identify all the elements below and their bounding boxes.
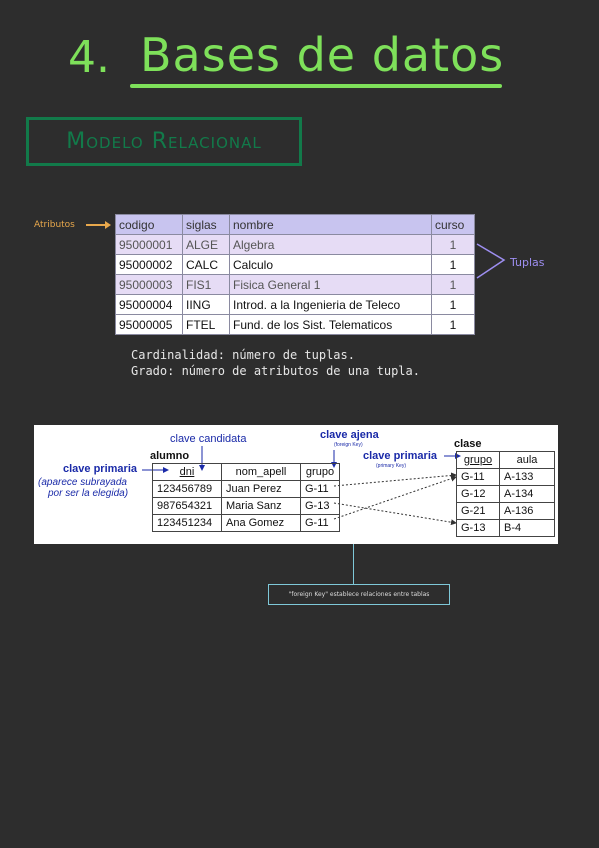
cell: 123451234: [152, 514, 222, 532]
table-header-row: dni nom_apell grupo: [152, 463, 340, 481]
cell: Ana Gomez: [221, 514, 301, 532]
cell: Fund. de los Sist. Telematicos: [229, 314, 432, 335]
note-text: "foreign Key" establece relaciones entre…: [288, 591, 430, 598]
cell: 1: [431, 234, 475, 255]
clave-primaria-note: por ser la elegida): [48, 488, 129, 499]
relation-arrow-icon: [333, 502, 457, 526]
cell: 95000005: [115, 314, 183, 335]
table-header-row: codigo siglas nombre curso: [115, 214, 475, 235]
cell: CALC: [182, 254, 230, 275]
table-header-row: grupo aula: [456, 451, 555, 469]
table-row: 95000004 IING Introd. a la Ingenieria de…: [115, 294, 475, 315]
relation-arrow-icon: [333, 475, 457, 520]
subtitle: Modelo Relacional: [66, 129, 262, 154]
cell: 95000004: [115, 294, 183, 315]
table-row: 95000002 CALC Calculo 1: [115, 254, 475, 275]
section-number: 4.: [68, 32, 110, 83]
clave-candidata-label: clave candidata: [170, 433, 247, 445]
atributos-label: Atributos: [34, 220, 75, 230]
cell: 1: [431, 274, 475, 295]
cell: 95000003: [115, 274, 183, 295]
table-row: 95000001 ALGE Algebra 1: [115, 234, 475, 255]
cell: A-134: [499, 485, 555, 503]
column-header: nombre: [229, 214, 432, 235]
cell: G-13: [456, 519, 500, 537]
relation-arrow-icon: [333, 472, 457, 487]
cell: Fisica General 1: [229, 274, 432, 295]
table-row: 95000005 FTEL Fund. de los Sist. Telemat…: [115, 314, 475, 335]
cell: 1: [431, 254, 475, 275]
cell: 987654321: [152, 497, 222, 515]
column-header: siglas: [182, 214, 230, 235]
table-row: 987654321 Maria Sanz G-13: [152, 497, 340, 515]
cell: A-133: [499, 468, 555, 486]
definition-grado: Grado: número de atributos de una tupla.: [131, 364, 420, 378]
cell: FIS1: [182, 274, 230, 295]
foreign-key-note: (foreign Key): [334, 442, 363, 448]
cell: G-11: [300, 480, 340, 498]
tuplas-label: Tuplas: [510, 256, 545, 269]
note-connector: [353, 544, 354, 584]
clave-primaria-label: clave primaria: [63, 463, 137, 475]
column-header: nom_apell: [221, 463, 301, 481]
column-header: dni: [152, 463, 222, 481]
table-row: G-12 A-134: [456, 485, 555, 503]
table-row: G-21 A-136: [456, 502, 555, 520]
definition-cardinalidad: Cardinalidad: número de tuplas.: [131, 348, 355, 362]
cell: 1: [431, 314, 475, 335]
cell: Introd. a la Ingenieria de Teleco: [229, 294, 432, 315]
subtitle-box: Modelo Relacional: [26, 117, 302, 166]
cell: G-12: [456, 485, 500, 503]
cell: 123456789: [152, 480, 222, 498]
clave-ajena-label: clave ajena: [320, 429, 379, 441]
cell: Maria Sanz: [221, 497, 301, 515]
cell: Calculo: [229, 254, 432, 275]
table-row: 123451234 Ana Gomez G-11: [152, 514, 340, 532]
alumno-table: dni nom_apell grupo 123456789 Juan Perez…: [152, 463, 340, 532]
table-row: 95000003 FIS1 Fisica General 1 1: [115, 274, 475, 295]
cell: B-4: [499, 519, 555, 537]
column-header: curso: [431, 214, 475, 235]
keys-diagram: clave candidata clave ajena (foreign Key…: [34, 425, 558, 544]
relational-table: codigo siglas nombre curso 95000001 ALGE…: [115, 214, 475, 335]
cell: A-136: [499, 502, 555, 520]
table-row: G-11 A-133: [456, 468, 555, 486]
cell: ALGE: [182, 234, 230, 255]
column-header: grupo: [456, 451, 500, 469]
primary-key-note: (primary Key): [376, 463, 407, 469]
cell: 95000001: [115, 234, 183, 255]
cell: G-13: [300, 497, 340, 515]
column-header: aula: [499, 451, 555, 469]
cell: G-11: [456, 468, 500, 486]
cell: 95000002: [115, 254, 183, 275]
tuplas-bracket-icon: [476, 243, 506, 279]
page-title: Bases de datos: [140, 28, 505, 82]
column-header: codigo: [115, 214, 183, 235]
table-row: G-13 B-4: [456, 519, 555, 537]
title-underline: [130, 84, 502, 88]
table-row: 123456789 Juan Perez G-11: [152, 480, 340, 498]
cell: IING: [182, 294, 230, 315]
cell: G-21: [456, 502, 500, 520]
cell: Juan Perez: [221, 480, 301, 498]
clase-table: grupo aula G-11 A-133 G-12 A-134 G-21 A-…: [456, 451, 555, 537]
alumno-table-title: alumno: [150, 450, 190, 462]
column-header: grupo: [300, 463, 340, 481]
clave-primaria-label-2: clave primaria: [363, 450, 437, 462]
cell: FTEL: [182, 314, 230, 335]
note-box: "foreign Key" establece relaciones entre…: [268, 584, 450, 605]
clave-primaria-note: (aparece subrayada: [38, 477, 127, 488]
atributos-arrow-icon: [86, 221, 111, 229]
cell: Algebra: [229, 234, 432, 255]
cell: 1: [431, 294, 475, 315]
cell: G-11: [300, 514, 340, 532]
clase-table-title: clase: [454, 438, 482, 450]
